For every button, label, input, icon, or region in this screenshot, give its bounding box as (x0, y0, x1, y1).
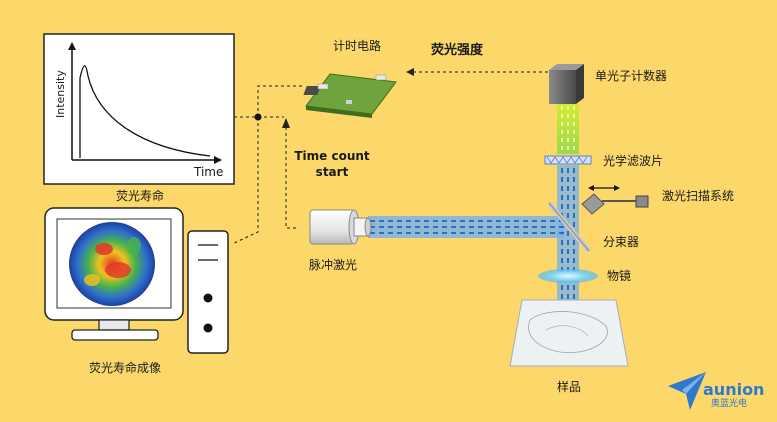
beam-splitter (547, 201, 591, 253)
timing-circuit-board (303, 73, 397, 118)
decay-curve (79, 65, 211, 158)
decay-ylabel: Intensity (54, 70, 67, 118)
splitter-label: 分束器 (603, 235, 640, 249)
scan-left-arrow-icon (588, 185, 594, 191)
decay-caption: 荧光寿命 (115, 189, 165, 203)
decay-y-arrow-icon (68, 42, 76, 50)
laser-scanner (581, 185, 649, 215)
brand-sub: 奥蓝光电 (711, 399, 748, 409)
optical-filter (544, 155, 592, 165)
signal-label: 荧光强度 (430, 43, 484, 58)
scan-right-arrow-icon (614, 185, 620, 191)
monitor (44, 207, 184, 341)
imaging-caption: 荧光寿命成像 (88, 361, 162, 375)
timing-arrow-icon (282, 118, 290, 128)
sample-label: 样品 (556, 380, 582, 394)
decay-xlabel: Time (194, 165, 224, 179)
laser-label: 脉冲激光 (308, 258, 358, 272)
objective-label: 物镜 (607, 269, 632, 283)
decay-x-arrow-icon (214, 156, 222, 164)
timing-line2: start (315, 165, 349, 179)
circuit-label: 计时电路 (332, 39, 382, 53)
junction-dot (254, 113, 262, 121)
decay-chart-panel (43, 33, 235, 185)
sample (509, 299, 629, 367)
fluorescence-beam (557, 104, 579, 154)
paper-plane-logo-icon (668, 372, 706, 410)
brand-name: aunion (703, 380, 765, 399)
objective-lens (538, 269, 598, 283)
signal-arrow-icon (406, 68, 414, 76)
photon-counter (549, 64, 584, 104)
timing-line1: Time count (294, 149, 370, 163)
horizontal-beam (368, 216, 564, 238)
pulsed-laser (309, 209, 372, 245)
filter-label: 光学滤波片 (603, 154, 664, 168)
detector-label: 单光子计数器 (595, 69, 668, 83)
scanner-label: 激光扫描系统 (662, 189, 735, 203)
computer-tower (187, 230, 229, 354)
